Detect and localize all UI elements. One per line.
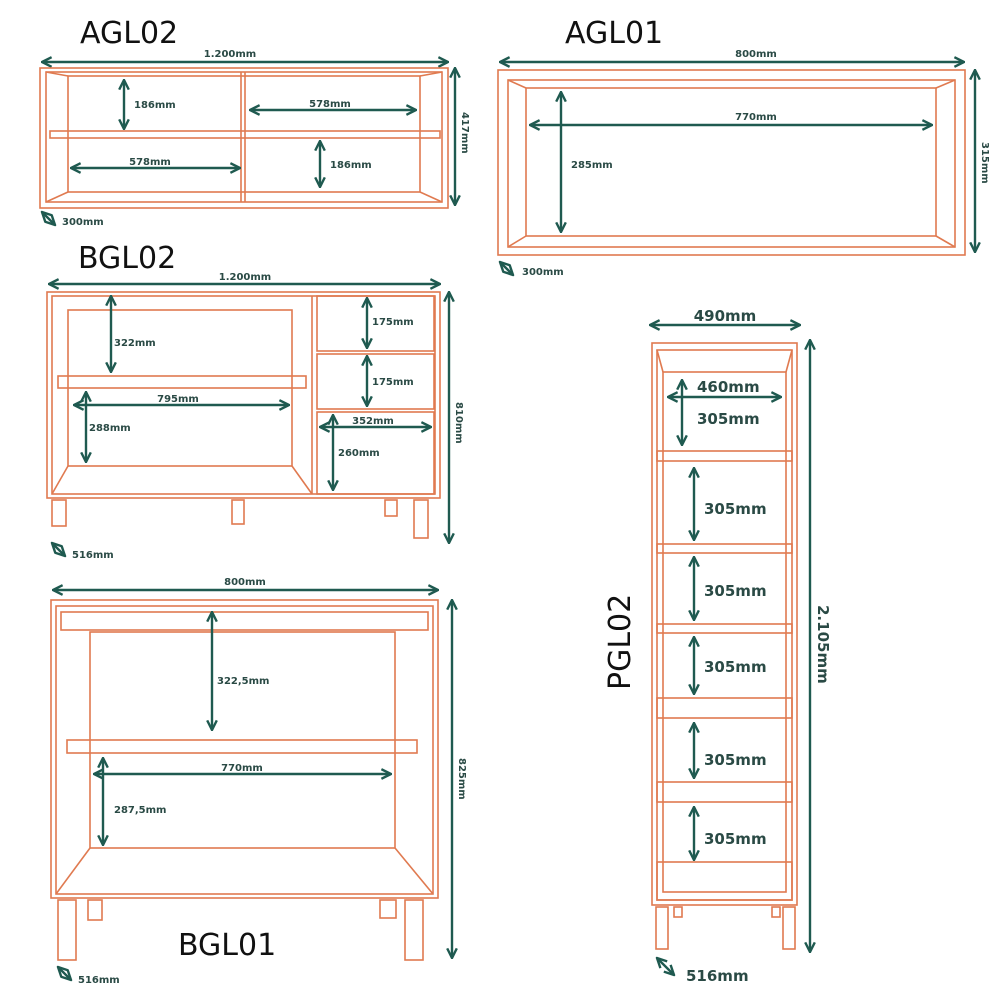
dim-label: 322,5mm [217,676,269,687]
dim-label: 578mm [309,99,351,110]
dim-label: 287,5mm [114,805,166,816]
dim-label: 305mm [704,751,767,769]
dim-label: 770mm [735,112,777,123]
depth-arrow [58,967,71,980]
dim-label: 490mm [694,307,757,325]
dim-label: 315mm [979,142,990,184]
dim-label: 285mm [571,160,613,171]
agl01-drawing: AGL01 800mm 770mm 285mm 315mm 300mm [497,16,990,278]
dim-label: 2.105mm [814,605,832,684]
dim-label: 578mm [129,157,171,168]
dim-label: 770mm [221,763,263,774]
dim-label: 825mm [456,758,467,800]
dim-label: 186mm [134,100,176,111]
bgl02-drawing: BGL02 1.200mm 322mm 795mm 288mm 175mm 17… [46,241,464,561]
dim-label: 417mm [459,112,470,154]
agl02-title: AGL02 [80,16,178,51]
depth-arrow [52,543,65,556]
dim-label: 352mm [352,416,394,427]
dim-label: 175mm [372,377,414,388]
dim-label: 305mm [704,830,767,848]
dim-label: 260mm [338,448,380,459]
width-label: 1.200mm [204,49,256,60]
dim-label: 322mm [114,338,156,349]
dim-label: 305mm [697,410,760,428]
dim-label: 795mm [157,394,199,405]
dim-label: 800mm [224,577,266,588]
dim-label: 305mm [704,500,767,518]
bgl01-title: BGL01 [178,928,276,963]
bgl01-drawing: 800mm 322,5mm 770mm 287,5mm 825mm BGL01 … [50,577,467,986]
dim-label: 300mm [522,267,564,278]
pgl02-title: PGL02 [603,594,638,690]
dim-label: 305mm [704,582,767,600]
dim-label: 800mm [735,49,777,60]
depth-arrow [42,212,55,225]
dim-label: 810mm [453,402,464,444]
dim-label: 1.200mm [219,272,271,283]
depth-arrow [500,262,513,275]
pgl02-drawing: PGL02 490mm 460mm 305mm 305mm 305mm 305m… [603,307,832,985]
agl02-drawing: AGL02 1.200mm 186mm 578mm 578mm 186mm 41… [39,16,470,228]
depth-arrow [657,958,674,975]
dim-label: 175mm [372,317,414,328]
dim-label: 516mm [78,975,120,986]
bgl02-title: BGL02 [78,241,176,276]
dim-label: 186mm [330,160,372,171]
dim-label: 516mm [686,967,749,985]
dim-label: 460mm [697,378,760,396]
dim-label: 516mm [72,550,114,561]
dim-label: 305mm [704,658,767,676]
agl01-title: AGL01 [565,16,663,51]
dim-label: 288mm [89,423,131,434]
dim-label: 300mm [62,217,104,228]
